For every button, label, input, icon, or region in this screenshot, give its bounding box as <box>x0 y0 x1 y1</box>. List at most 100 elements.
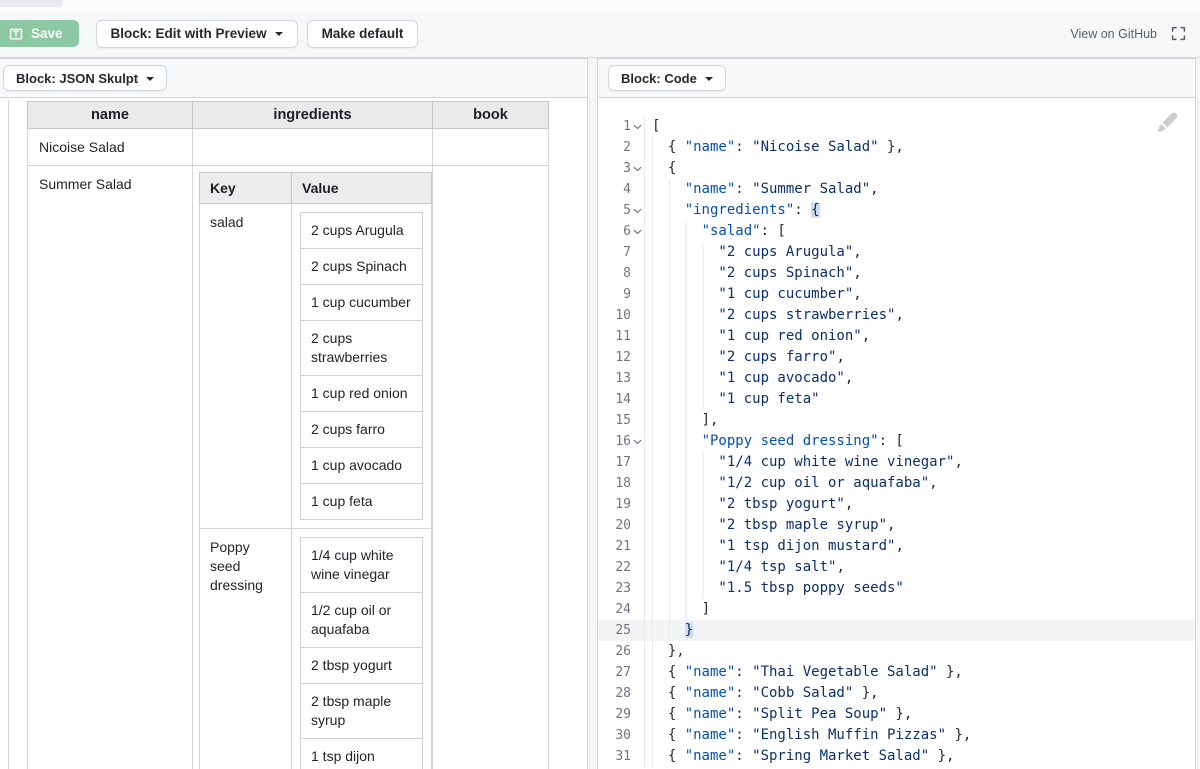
column-header-book: book <box>432 101 549 129</box>
fold-gutter <box>631 536 645 557</box>
json-punct-token: , <box>954 454 963 470</box>
json-string-token: "2 tbsp yogurt" <box>718 496 845 512</box>
line-number: 24 <box>615 602 631 617</box>
json-string-token: "2 cups Arugula" <box>718 244 854 260</box>
code-line-content: { "name": "Nicoise Salad" }, <box>645 137 1195 158</box>
table-edge-sliver <box>8 101 9 769</box>
indent-guides <box>652 536 719 557</box>
code-line: 8"2 cups Spinach", <box>598 263 1195 284</box>
line-number: 5 <box>623 203 631 218</box>
block-picker-dropdown[interactable]: Block: Edit with Preview <box>95 19 298 48</box>
line-number: 6 <box>623 224 631 239</box>
json-punct-token: : <box>735 181 753 197</box>
fold-gutter <box>631 578 645 599</box>
json-string-token: "1 cup red onion" <box>718 328 862 344</box>
fold-gutter <box>631 641 645 662</box>
fold-gutter <box>631 599 645 620</box>
json-punct-token: { <box>667 685 685 701</box>
block-picker-label: Block: Edit with Preview <box>110 26 267 41</box>
json-punct-token: [ <box>652 118 661 134</box>
code-line: 15], <box>598 410 1195 431</box>
ingredients-column-header-value: Value <box>291 172 432 204</box>
code-line-content: "1 cup feta" <box>645 389 1195 410</box>
ingredient-value-box: 2 cups strawberries <box>300 320 423 376</box>
fold-chevron-icon[interactable] <box>631 158 645 179</box>
fold-chevron-icon[interactable] <box>631 221 645 242</box>
left-block-picker-label: Block: JSON Skulpt <box>16 70 139 86</box>
indent-guides <box>652 389 719 410</box>
indent-guides <box>652 242 719 263</box>
save-button[interactable]: Save <box>0 20 79 47</box>
code-line: 28{ "name": "Cobb Salad" }, <box>598 683 1195 704</box>
ingredient-value-box: 2 cups Arugula <box>300 212 423 249</box>
fold-gutter <box>631 179 645 200</box>
code-line-content: ] <box>645 599 1195 620</box>
json-punct-token: : <box>735 139 753 155</box>
code-line: 29{ "name": "Split Pea Soup" }, <box>598 704 1195 725</box>
left-block-picker-dropdown[interactable]: Block: JSON Skulpt <box>3 65 168 91</box>
fold-chevron-icon[interactable] <box>631 116 645 137</box>
line-number: 18 <box>615 476 631 491</box>
line-number: 26 <box>615 644 631 659</box>
code-line-content: { "name": "Cobb Salad" }, <box>645 683 1195 704</box>
ingredient-value-box: 2 tbsp yogurt <box>300 647 423 684</box>
json-punct-token: : <box>735 685 753 701</box>
json-string-token: "Spring Market Salad" <box>752 748 930 764</box>
code-line-content: "2 cups farro", <box>645 347 1195 368</box>
code-line: 20 "2 tbsp maple syrup", <box>598 515 1195 536</box>
fold-gutter <box>631 662 645 683</box>
indent-guides <box>652 578 719 599</box>
recipe-name-cell: Nicoise Salad <box>27 128 193 166</box>
code-editor[interactable]: 1[2{ "name": "Nicoise Salad" },3{4"name"… <box>598 98 1195 767</box>
left-panel-header: Block: JSON Skulpt <box>0 59 587 98</box>
toolbar: Save Block: Edit with Preview Make defau… <box>0 10 1200 58</box>
fold-gutter <box>631 683 645 704</box>
json-punct-token: }, <box>929 748 955 764</box>
code-line-content: "Poppy seed dressing": [ <box>645 431 1195 452</box>
code-line: 16"Poppy seed dressing": [ <box>598 431 1195 452</box>
line-number: 1 <box>623 119 631 134</box>
json-string-token: "2 cups strawberries" <box>718 307 896 323</box>
top-strip <box>0 0 1200 10</box>
code-line: 26}, <box>598 641 1195 662</box>
code-line: 7"2 cups Arugula", <box>598 242 1195 263</box>
fold-gutter <box>631 473 645 494</box>
json-key-token: "name" <box>684 685 736 701</box>
code-line-content: { "name": "Split Pea Soup" }, <box>645 704 1195 725</box>
json-punct-token: { <box>667 664 685 680</box>
make-default-button[interactable]: Make default <box>306 19 419 48</box>
json-key-token: "name" <box>684 664 736 680</box>
view-on-github-link[interactable]: View on GitHub <box>1070 26 1157 41</box>
code-line: 1[ <box>598 116 1195 137</box>
code-line-content: } <box>645 620 1195 641</box>
json-string-token: "Thai Vegetable Salad" <box>752 664 938 680</box>
make-default-label: Make default <box>321 26 404 41</box>
fold-chevron-icon[interactable] <box>631 431 645 452</box>
indent-guides <box>652 725 668 746</box>
indent-guides <box>652 305 719 326</box>
fullscreen-expand-icon[interactable] <box>1171 26 1186 41</box>
code-line: 30{ "name": "English Muffin Pizzas" }, <box>598 725 1195 746</box>
code-line-content: "2 tbsp maple syrup", <box>645 515 1195 536</box>
code-line-content: "2 cups strawberries", <box>645 305 1195 326</box>
fold-chevron-icon[interactable] <box>631 200 645 221</box>
indent-guides <box>652 515 719 536</box>
column-header-name: name <box>27 101 193 129</box>
json-punct-token: : <box>735 727 753 743</box>
line-number: 3 <box>623 161 631 176</box>
format-brush-icon[interactable] <box>1156 111 1179 139</box>
code-line-content: "1.5 tbsp poppy seeds" <box>645 578 1195 599</box>
code-line: 14"1 cup feta" <box>598 389 1195 410</box>
right-block-picker-dropdown[interactable]: Block: Code <box>608 65 726 91</box>
code-line-content: { "name": "English Muffin Pizzas" }, <box>645 725 1195 746</box>
json-punct-token: } <box>684 622 694 638</box>
ingredient-value-box: 1 cup feta <box>300 483 423 520</box>
indent-guides <box>652 641 668 662</box>
line-number: 20 <box>615 518 631 533</box>
line-number: 19 <box>615 497 631 512</box>
ingredient-key-cell: Poppy seed dressing <box>199 528 292 769</box>
line-number: 8 <box>623 266 631 281</box>
code-line-content: "name": "Summer Salad", <box>645 179 1195 200</box>
